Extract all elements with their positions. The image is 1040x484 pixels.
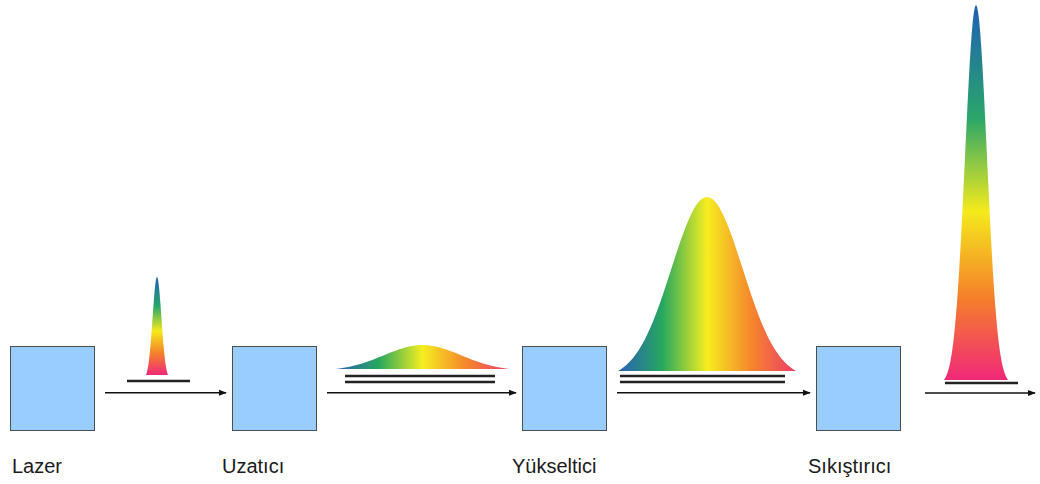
pulse-shape bbox=[618, 197, 796, 371]
process-box: Lazer bbox=[10, 346, 95, 431]
process-box: Sıkıştırıcı bbox=[816, 346, 901, 431]
pulse-shape bbox=[146, 277, 168, 375]
process-box: Yükseltici bbox=[522, 346, 607, 431]
flow-arrow bbox=[105, 392, 226, 394]
box-square bbox=[522, 346, 607, 431]
box-square bbox=[10, 346, 95, 431]
pulse-shape bbox=[335, 345, 510, 369]
flow-arrow bbox=[617, 392, 810, 394]
stage-label: Uzatıcı bbox=[222, 454, 284, 478]
box-square bbox=[816, 346, 901, 431]
stage-label: Sıkıştırıcı bbox=[808, 454, 891, 478]
output-arrow bbox=[925, 392, 1035, 394]
flow-arrow bbox=[327, 392, 516, 394]
stage-label: Yükseltici bbox=[512, 454, 596, 478]
box-square bbox=[232, 346, 317, 431]
stage-label: Lazer bbox=[12, 454, 62, 478]
pulse-shape bbox=[944, 5, 1008, 380]
process-box: Uzatıcı bbox=[232, 346, 317, 431]
